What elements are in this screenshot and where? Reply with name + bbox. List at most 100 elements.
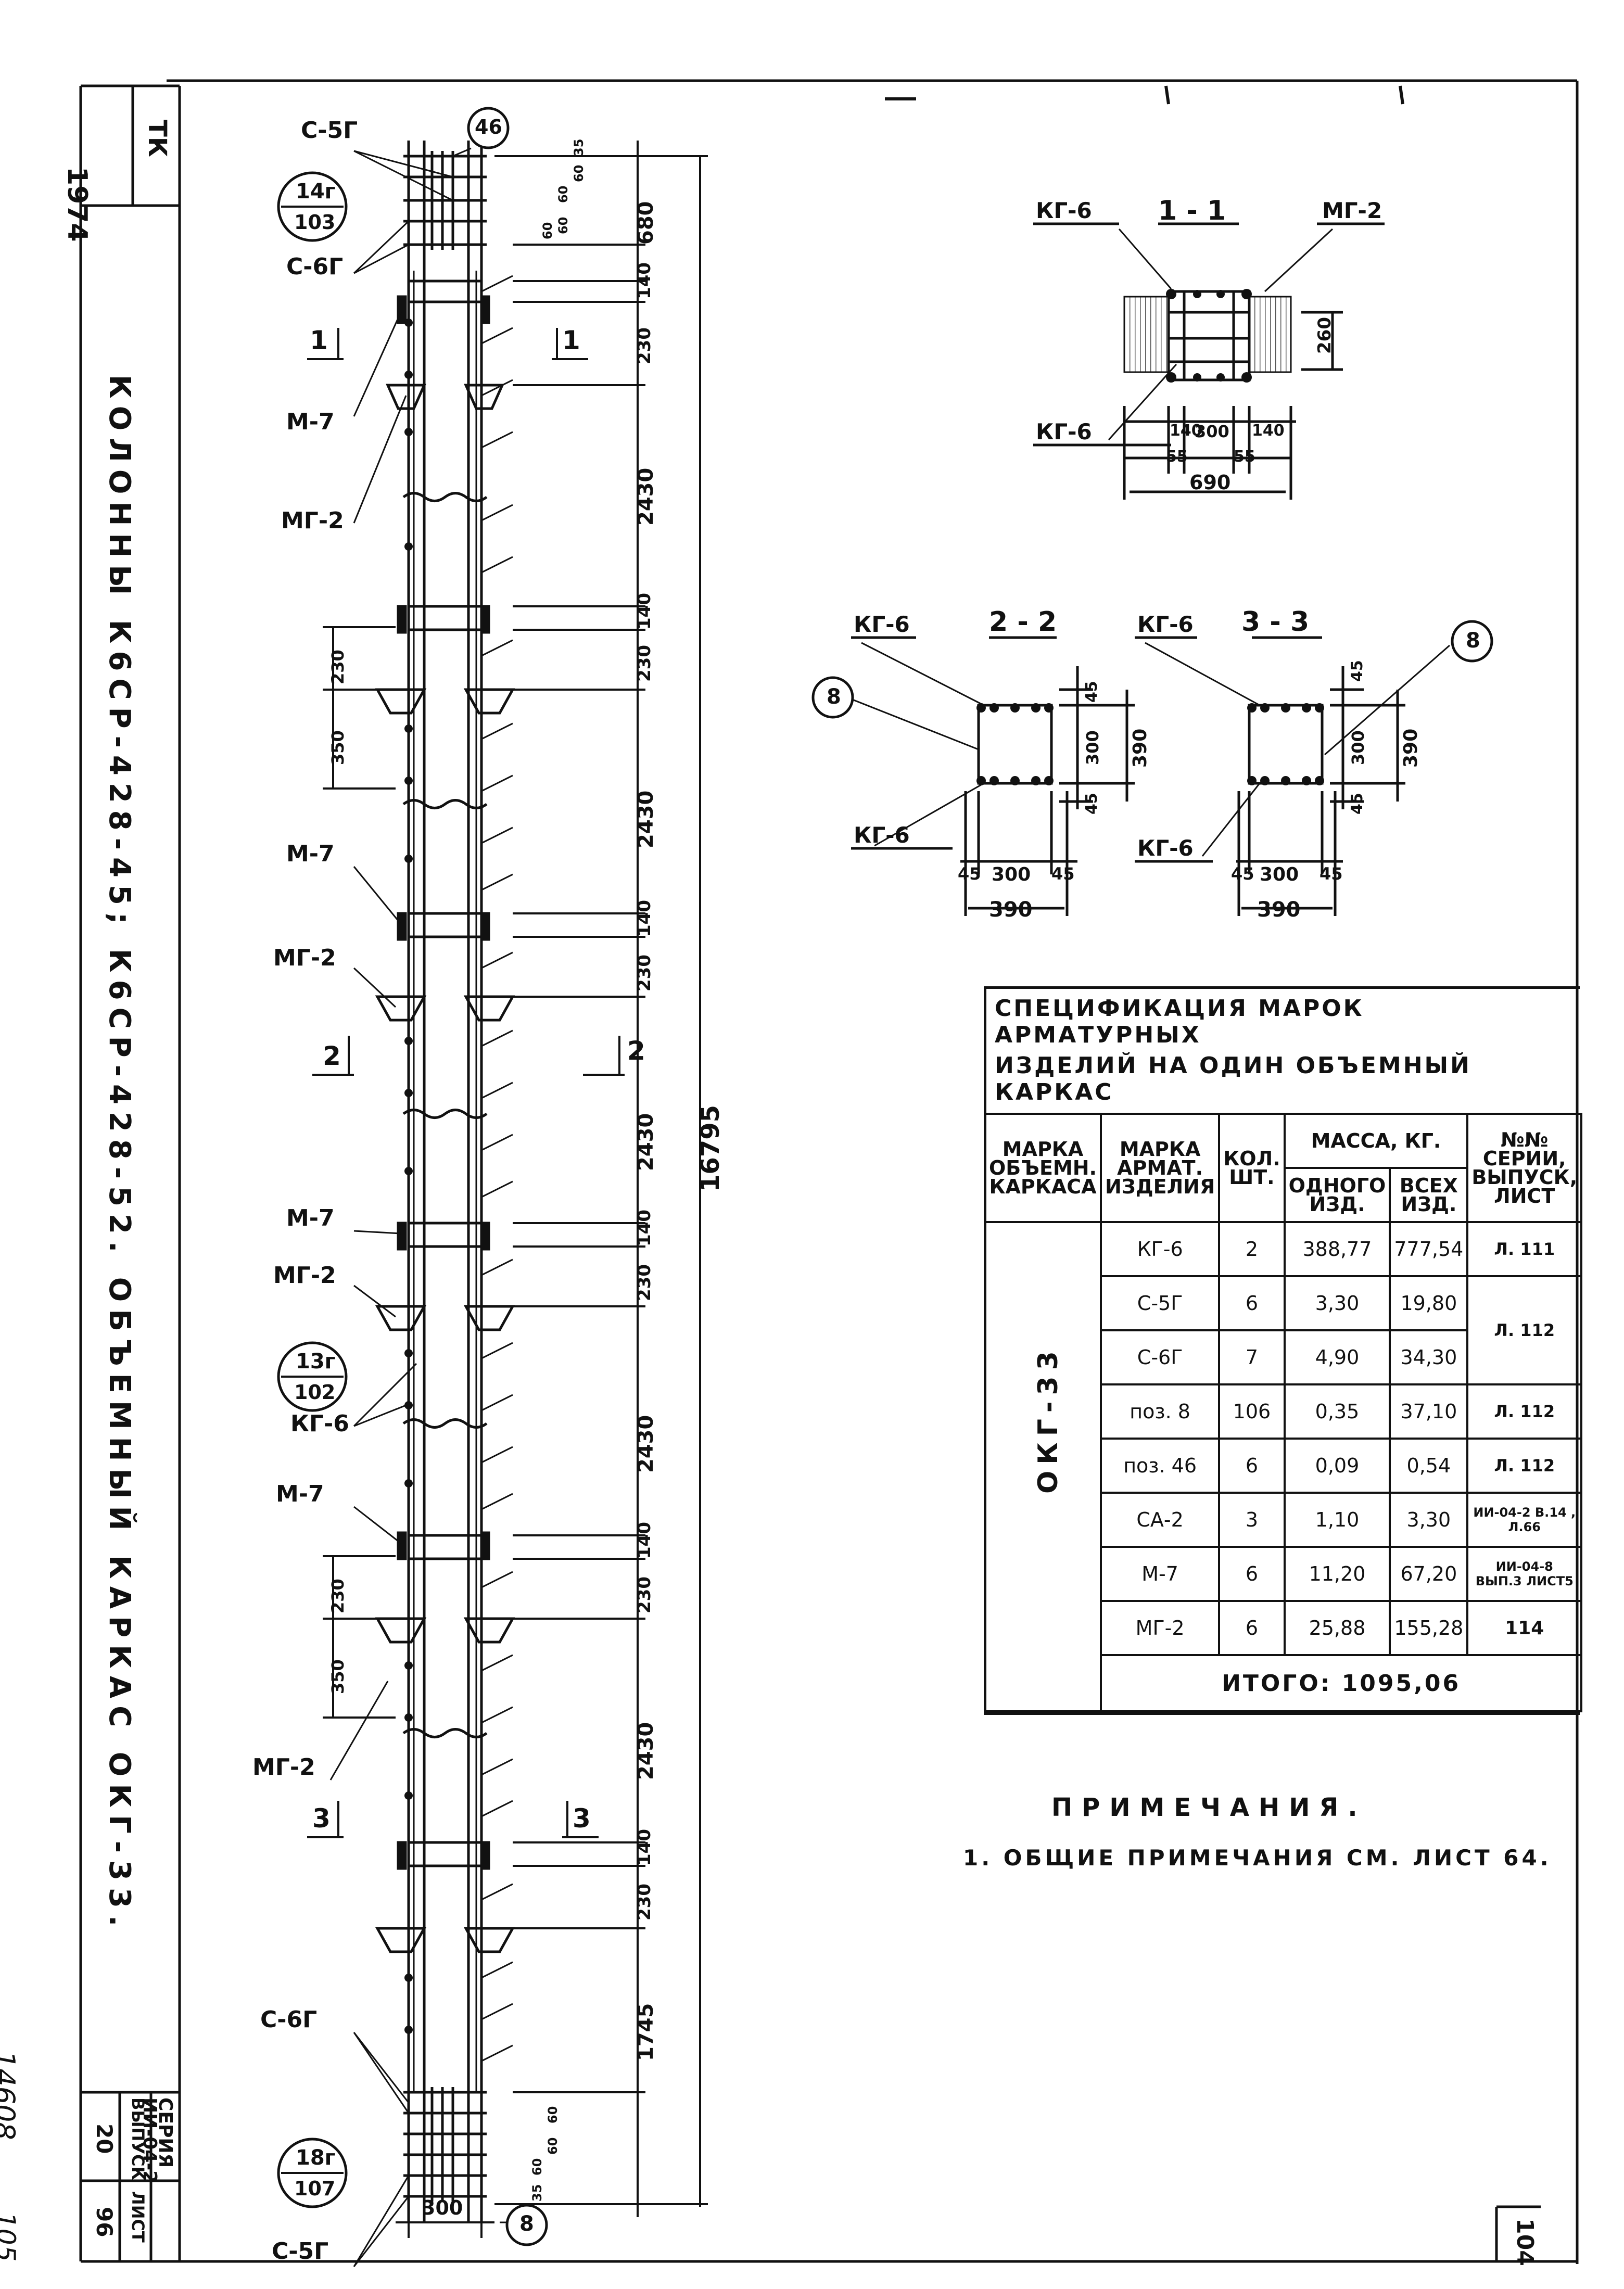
spec-header-mass-all: ВСЕХ ИЗД. xyxy=(1389,1167,1469,1223)
spec-row-3-mark: поз. 8 xyxy=(1099,1383,1221,1440)
section-2-2-kg6-bottom: КГ-6 xyxy=(854,822,910,848)
section-3-3-callout-8: 8 xyxy=(1466,629,1480,653)
label-kg6: КГ-6 xyxy=(290,1410,349,1437)
spec-row-1-mark: С-5Г xyxy=(1099,1275,1221,1331)
spec-row-4-ref: Л. 112 xyxy=(1466,1438,1583,1494)
section-2-2-title: 2 - 2 xyxy=(989,606,1057,638)
section-2-2-kg6-top: КГ-6 xyxy=(854,612,910,637)
spec-row-6-one: 11,20 xyxy=(1283,1546,1391,1602)
spec-row-7-ref: 114 xyxy=(1466,1600,1583,1656)
label-c5g-top: С-5Г xyxy=(301,117,358,144)
section-3-3-kg6-bottom: КГ-6 xyxy=(1137,835,1194,861)
spec-row-0-ref: Л. 111 xyxy=(1466,1221,1583,1277)
label-mg2-1: МГ-2 xyxy=(281,507,344,534)
sheet-number: 104 xyxy=(1512,2218,1538,2266)
section-3-3-dim-300-horizontal: 300 xyxy=(1260,864,1299,885)
spec-row-7-mark: МГ-2 xyxy=(1099,1600,1221,1656)
spec-row-3-one: 0,35 xyxy=(1283,1383,1391,1440)
section-1-1-mg2: МГ-2 xyxy=(1322,198,1382,223)
notes-title: ПРИМЕЧАНИЯ. xyxy=(1051,1793,1367,1822)
spec-row-3-all: 37,10 xyxy=(1389,1383,1469,1440)
label-c5g-bottom: С-5Г xyxy=(272,2238,329,2265)
spec-table: МАРКА ОБЪЕМН. КАРКАСА МАРКА АРМАТ. ИЗДЕЛ… xyxy=(984,1113,1583,1712)
spec-row-2-mark: С-6Г xyxy=(1099,1329,1221,1385)
section-3-3-kg6-top: КГ-6 xyxy=(1137,612,1194,637)
callout-18g: 18г xyxy=(296,2146,336,2170)
spec-carcass-mark: ОКГ-33 xyxy=(1033,1345,1064,1494)
spec-header-carcass-mark: МАРКА ОБЪЕМН. КАРКАСА xyxy=(984,1113,1102,1223)
spec-row-0-all: 777,54 xyxy=(1389,1221,1469,1277)
label-m7-4: М-7 xyxy=(276,1481,324,1507)
section-1-1-dim-55-a: 55 xyxy=(1166,448,1188,466)
section-2-2-dim-300-horizontal: 300 xyxy=(992,864,1031,885)
cut-2-left: 2 xyxy=(323,1041,341,1071)
section-3-3-dim-300-vertical: 300 xyxy=(1348,730,1368,765)
spec-row-5-qty: 3 xyxy=(1218,1492,1286,1548)
dim-width-300: 300 xyxy=(422,2196,463,2219)
spec-row-1-qty: 6 xyxy=(1218,1275,1286,1331)
spec-row-6-ref: ИИ-04-8 ВЫП.3 ЛИСТ5 xyxy=(1466,1546,1583,1602)
callout-102: 102 xyxy=(294,1381,336,1404)
section-1-1-dim-55-b: 55 xyxy=(1234,448,1255,466)
callout-14g: 14г xyxy=(296,180,336,204)
cut-3-right: 3 xyxy=(573,1803,591,1834)
label-c6g-top: С-6Г xyxy=(286,253,344,280)
label-m7-2: М-7 xyxy=(286,841,335,867)
callout-46: 46 xyxy=(475,116,502,138)
spec-row-5-mark: СА-2 xyxy=(1099,1492,1221,1548)
section-3-3-dim-45-top: 45 xyxy=(1348,660,1366,682)
section-1-1-title: 1 - 1 xyxy=(1158,195,1226,226)
section-1-1-dim-140-b: 140 xyxy=(1252,422,1285,440)
callout-107: 107 xyxy=(294,2177,336,2200)
spec-row-7-qty: 6 xyxy=(1218,1600,1286,1656)
spec-row-1-ref: Л. 112 xyxy=(1466,1275,1583,1385)
spec-header-item-mark: МАРКА АРМАТ. ИЗДЕЛИЯ xyxy=(1099,1113,1221,1223)
label-mg2-2: МГ-2 xyxy=(273,945,336,971)
spec-table-container: СПЕЦИФИКАЦИЯ МАРОК АРМАТУРНЫХ ИЗДЕЛИЙ НА… xyxy=(984,986,1583,1715)
spec-header-mass-one: ОДНОГО ИЗД. xyxy=(1283,1167,1391,1223)
spec-total: ИТОГО: 1095,06 xyxy=(1099,1654,1583,1712)
section-1-1-dim-690: 690 xyxy=(1189,471,1231,494)
spec-row-5-one: 1,10 xyxy=(1283,1492,1391,1548)
spec-row-6-qty: 6 xyxy=(1218,1546,1286,1602)
spec-row-2-one: 4,90 xyxy=(1283,1329,1391,1385)
spec-row-4-one: 0,09 xyxy=(1283,1438,1391,1494)
spec-row-5-all: 3,30 xyxy=(1389,1492,1469,1548)
label-mg2-4: МГ-2 xyxy=(252,1754,315,1781)
spec-row-5-ref: ИИ-04-2 В.14 , Л.66 xyxy=(1466,1492,1583,1548)
section-1-1-dim-300: 300 xyxy=(1195,422,1229,441)
cut-1-right: 1 xyxy=(562,325,580,355)
spec-row-1-all: 19,80 xyxy=(1389,1275,1469,1331)
spec-title-line2: ИЗДЕЛИЙ НА ОДИН ОБЪЕМНЫЙ КАРКАС xyxy=(995,1052,1471,1105)
cut-1-left: 1 xyxy=(310,325,328,355)
spec-carcass-cell: ОКГ-33 xyxy=(984,1221,1102,1712)
spec-header-series: №№ СЕРИИ, ВЫПУСК, ЛИСТ xyxy=(1466,1113,1583,1223)
cut-2-right: 2 xyxy=(627,1036,645,1066)
section-3-3-dim-390-vertical: 390 xyxy=(1400,728,1422,768)
callout-8: 8 xyxy=(519,2212,534,2236)
label-m7-1: М-7 xyxy=(286,409,335,435)
notes-item-1: 1. ОБЩИЕ ПРИМЕЧАНИЯ СМ. ЛИСТ 64. xyxy=(963,1845,1552,1871)
label-m7-3: М-7 xyxy=(286,1205,335,1231)
section-3-3-dim-45-left: 45 xyxy=(1231,864,1254,884)
spec-row-6-all: 67,20 xyxy=(1389,1546,1469,1602)
callout-13g: 13г xyxy=(296,1350,336,1374)
section-2-2-callout-8: 8 xyxy=(827,685,841,709)
spec-row-4-qty: 6 xyxy=(1218,1438,1286,1494)
spec-row-2-qty: 7 xyxy=(1218,1329,1286,1385)
section-1-1-kg6-bottom: КГ-6 xyxy=(1036,419,1092,444)
spec-row-4-all: 0,54 xyxy=(1389,1438,1469,1494)
spec-header-qty: КОЛ. ШТ. xyxy=(1218,1113,1286,1223)
spec-row-1-one: 3,30 xyxy=(1283,1275,1391,1331)
spec-row-0-qty: 2 xyxy=(1218,1221,1286,1277)
spec-row-3-qty: 106 xyxy=(1218,1383,1286,1440)
spec-row-6-mark: М-7 xyxy=(1099,1546,1221,1602)
spec-row-4-mark: поз. 46 xyxy=(1099,1438,1221,1494)
spec-header-mass: МАССА, КГ. xyxy=(1283,1113,1469,1169)
spec-row-7-one: 25,88 xyxy=(1283,1600,1391,1656)
